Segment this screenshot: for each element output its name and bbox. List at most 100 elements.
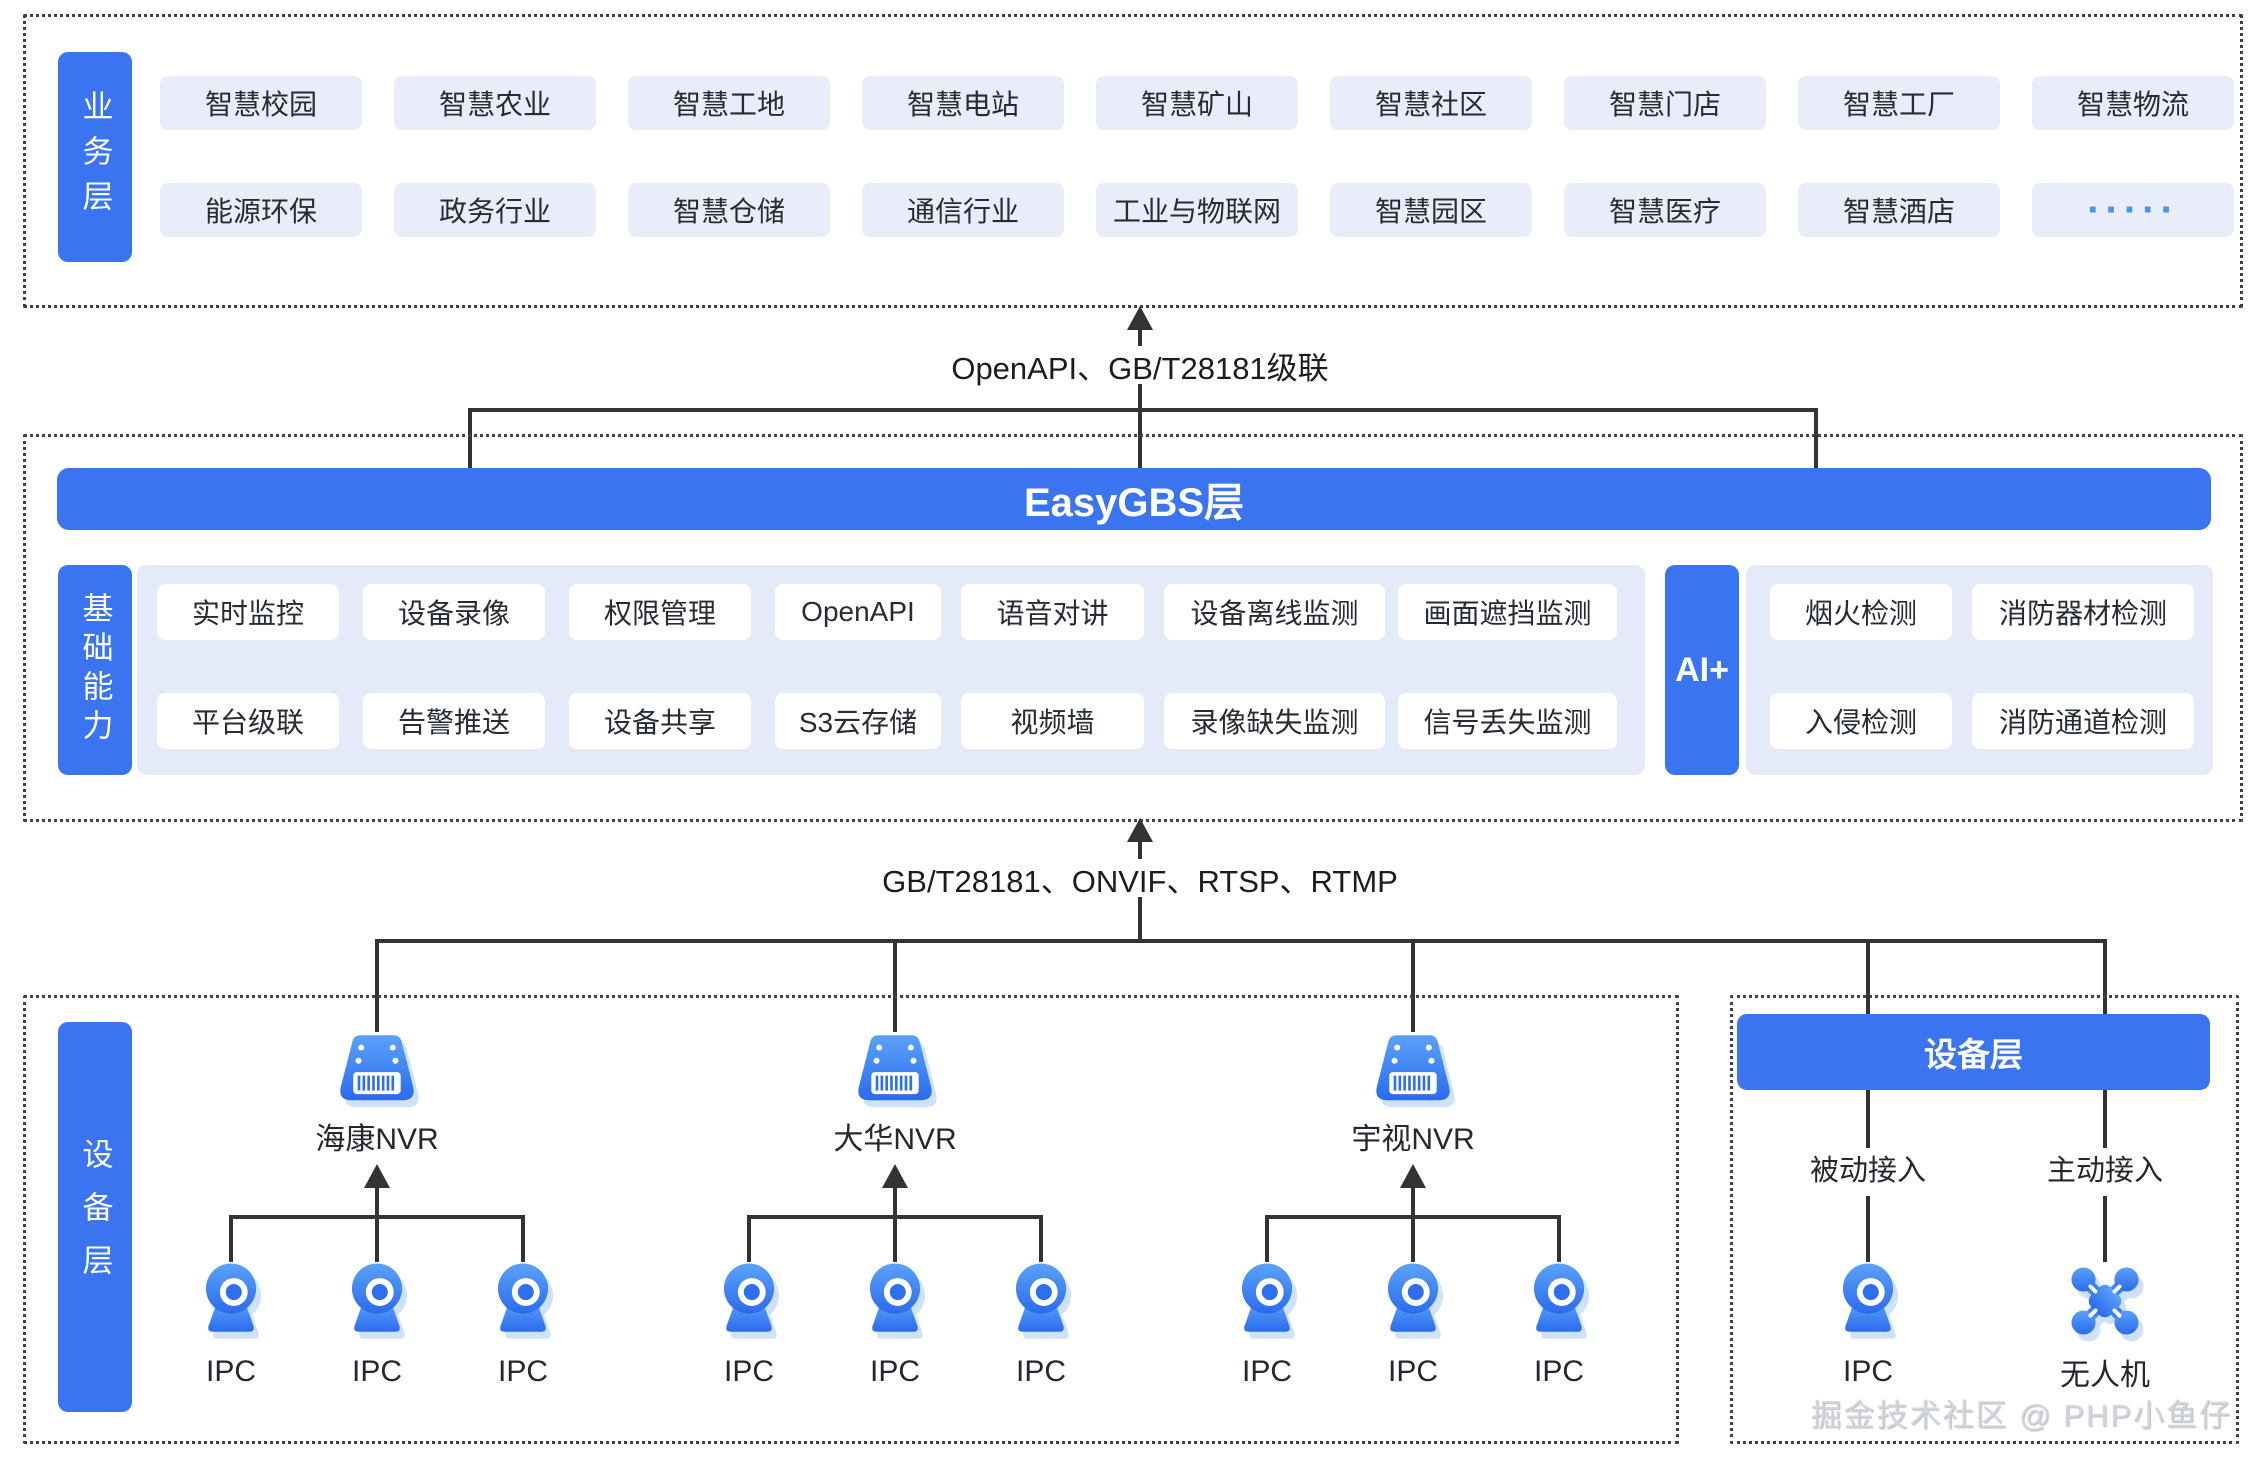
ip-camera-icon — [196, 1260, 266, 1338]
ipc-label: IPC — [205, 1355, 256, 1388]
bottom-protocol-label: GB/T28181、ONVIF、RTSP、RTMP — [862, 859, 1418, 899]
capability-box: 语音对讲 — [961, 584, 1144, 640]
arrow-up-icon — [364, 1164, 390, 1188]
ipc-label: IPC — [1241, 1355, 1292, 1388]
connector-stub — [229, 1215, 233, 1262]
business-box: 通信行业 — [862, 183, 1064, 237]
capability-box: 告警推送 — [363, 693, 545, 749]
connector-stub — [747, 1215, 751, 1262]
drone-label: 无人机 — [2060, 1359, 2150, 1392]
connector-stub — [1557, 1215, 1561, 1262]
connector-stub — [1866, 939, 1870, 1014]
business-box: 智慧医疗 — [1564, 183, 1766, 237]
nvr-recorder-icon — [851, 1030, 939, 1109]
ipc-label: IPC — [723, 1355, 774, 1388]
business-box: 能源环保 — [160, 183, 362, 237]
business-box: 智慧校园 — [160, 76, 362, 130]
business-box: 智慧社区 — [1330, 76, 1532, 130]
business-box: 智慧矿山 — [1096, 76, 1298, 130]
ipc-label: IPC — [1533, 1355, 1584, 1388]
connector-stub — [521, 1215, 525, 1262]
easygbs-bar: EasyGBS层 — [57, 468, 2211, 530]
device-layer-label: 设备层 — [58, 1022, 132, 1412]
ipc-label: IPC — [351, 1355, 402, 1388]
ai-capability-box: 消防器材检测 — [1972, 584, 2194, 640]
ip-camera-icon — [1378, 1260, 1448, 1338]
capability-box: 视频墙 — [961, 693, 1144, 749]
capability-box: S3云存储 — [775, 693, 941, 749]
business-box: 智慧电站 — [862, 76, 1064, 130]
connector-stub — [893, 939, 897, 1032]
nvr-label: 海康NVR — [315, 1123, 439, 1156]
capability-box: 画面遮挡监测 — [1398, 584, 1617, 640]
connector-line — [1138, 330, 1142, 470]
arrow-up-icon — [1127, 306, 1153, 330]
drone-icon — [2062, 1258, 2148, 1344]
ip-camera-icon — [1524, 1260, 1594, 1338]
ip-camera-icon — [1006, 1260, 1076, 1338]
ip-camera-icon — [342, 1260, 412, 1338]
ai-capability-box: 烟火检测 — [1770, 584, 1952, 640]
connector-stub — [375, 939, 379, 1032]
connector-line — [1411, 1186, 1415, 1262]
ipc-label: IPC — [1015, 1355, 1066, 1388]
capability-label: 基础能力 — [58, 565, 132, 775]
connector-stub — [1265, 1215, 1269, 1262]
device-right-panel — [1730, 995, 2239, 1444]
arrow-up-icon — [1127, 818, 1153, 842]
ip-camera-icon — [714, 1260, 784, 1338]
connector-stub — [1411, 939, 1415, 1032]
capability-box: 录像缺失监测 — [1164, 693, 1385, 749]
nvr-recorder-icon — [333, 1030, 421, 1109]
connector-line — [375, 1186, 379, 1262]
business-box: 智慧工厂 — [1798, 76, 2000, 130]
connector-line — [2103, 1090, 2107, 1148]
connector-bracket — [747, 1215, 1043, 1219]
capability-box: 信号丢失监测 — [1398, 693, 1617, 749]
connector-stub — [468, 408, 472, 470]
connector-bracket — [229, 1215, 525, 1219]
ipc-label: IPC — [497, 1355, 548, 1388]
business-layer-section — [23, 14, 2243, 308]
business-box: 工业与物联网 — [1096, 183, 1298, 237]
ai-plus-label: AI+ — [1665, 565, 1739, 775]
connector-line — [2103, 1196, 2107, 1262]
connector-stub — [1814, 408, 1818, 470]
nvr-label: 宇视NVR — [1351, 1123, 1475, 1156]
connector-line — [1866, 1090, 1870, 1148]
ai-capability-box: 入侵检测 — [1770, 693, 1952, 749]
capability-box: 设备共享 — [569, 693, 751, 749]
top-protocol-label: OpenAPI、GB/T28181级联 — [931, 346, 1349, 386]
ipc-label: IPC — [1842, 1355, 1893, 1388]
ipc-label: IPC — [869, 1355, 920, 1388]
ip-camera-icon — [1833, 1260, 1903, 1338]
capability-box: 权限管理 — [569, 584, 751, 640]
business-box: 智慧物流 — [2032, 76, 2234, 130]
connector-stub — [2103, 939, 2107, 1014]
business-box: 智慧农业 — [394, 76, 596, 130]
arrow-up-icon — [1400, 1164, 1426, 1188]
connector-bracket — [468, 408, 1818, 412]
connector-line — [893, 1186, 897, 1262]
nvr-recorder-icon — [1369, 1030, 1457, 1109]
ipc-label: IPC — [1387, 1355, 1438, 1388]
connector-stub — [1039, 1215, 1043, 1262]
connector-bracket — [1265, 1215, 1561, 1219]
ip-camera-icon — [488, 1260, 558, 1338]
business-box: 智慧工地 — [628, 76, 830, 130]
device-layer-section — [23, 995, 1679, 1444]
active-access-label: 主动接入 — [2046, 1155, 2163, 1187]
business-box: 智慧门店 — [1564, 76, 1766, 130]
business-layer-label: 业务层 — [58, 52, 132, 262]
watermark: 掘金技术社区 @ PHP小鱼仔 — [1810, 1398, 2232, 1433]
nvr-label: 大华NVR — [833, 1123, 957, 1156]
capability-box: 实时监控 — [157, 584, 339, 640]
business-box: 智慧园区 — [1330, 183, 1532, 237]
business-box: 政务行业 — [394, 183, 596, 237]
device-layer-header: 设备层 — [1737, 1014, 2210, 1090]
capability-box: 平台级联 — [157, 693, 339, 749]
capability-box: 设备录像 — [363, 584, 545, 640]
business-box: 智慧酒店 — [1798, 183, 2000, 237]
connector-line — [1866, 1196, 1870, 1262]
